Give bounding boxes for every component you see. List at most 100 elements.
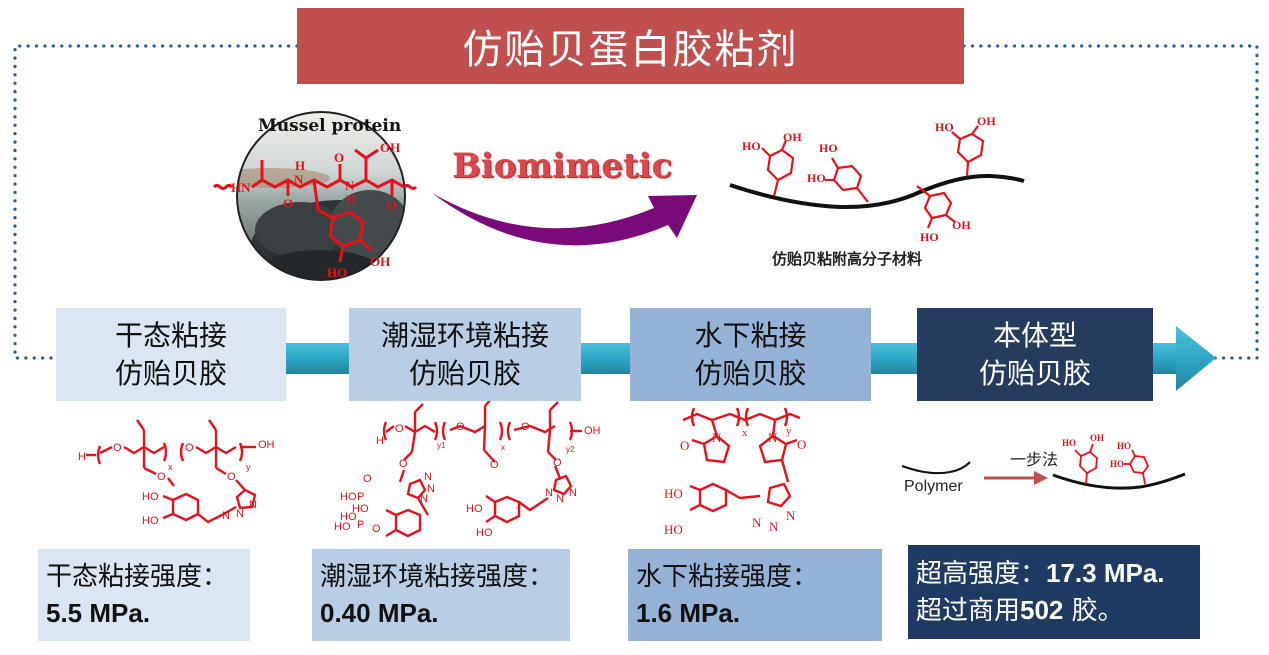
timeline-arrowhead xyxy=(1176,326,1216,391)
stage-subtitle: 仿贻贝胶 xyxy=(978,356,1091,390)
svg-text:O: O xyxy=(553,457,562,469)
biomimetic-label: Biomimetic xyxy=(452,146,673,186)
svg-text:N: N xyxy=(424,471,432,483)
result-underwater-strength: 水下粘接强度： 1.6 MPa. xyxy=(628,549,882,641)
stage-dry-adhesive: 干态粘接 仿贻贝胶 xyxy=(56,308,286,401)
result-label: 超高强度： xyxy=(916,559,1047,589)
svg-text:O: O xyxy=(387,198,397,213)
result-value: 5.5 MPa. xyxy=(46,598,151,628)
svg-text:OH: OH xyxy=(977,114,996,128)
svg-text:H: H xyxy=(295,158,305,173)
svg-text:HO: HO xyxy=(340,511,357,523)
svg-text:O: O xyxy=(490,459,499,471)
svg-text:HO: HO xyxy=(807,171,826,185)
page-title: 仿贻贝蛋白胶粘剂 xyxy=(297,8,964,84)
stage-title: 潮湿环境粘接 xyxy=(380,318,549,352)
svg-text:N: N xyxy=(427,483,435,495)
svg-text:O: O xyxy=(227,471,236,483)
stage-subtitle: 仿贻贝胶 xyxy=(114,356,227,390)
svg-text:HO: HO xyxy=(476,527,493,539)
svg-text:OH: OH xyxy=(952,218,971,232)
svg-text:O: O xyxy=(334,150,344,165)
svg-text:HO: HO xyxy=(1062,438,1076,448)
comparison-suffix: 胶。 xyxy=(1063,596,1124,626)
svg-text:HO: HO xyxy=(664,486,683,501)
dry-adhesive-structure: H O x O y OH O O HO HO N N N xyxy=(78,419,275,527)
svg-text:O: O xyxy=(113,442,122,454)
stage-underwater-adhesive: 水下粘接 仿贻贝胶 xyxy=(630,308,871,401)
svg-text:O: O xyxy=(283,196,293,211)
mussel-protein-structure xyxy=(212,148,418,263)
result-line-2: 超过商用502 胶。 xyxy=(916,592,1200,629)
mussel-protein-atom-labels: HN H N O O OH N H O OH HO xyxy=(231,140,400,280)
svg-text:HO: HO xyxy=(920,230,939,244)
svg-text:x: x xyxy=(742,427,748,439)
result-label: 水下粘接强度： xyxy=(636,562,819,592)
wet-adhesive-structure: H O y1 O x O y2 OH O O O N N N N N N HO … xyxy=(334,397,601,539)
bulk-adhesive-scheme: HO OH HO HO xyxy=(901,433,1186,490)
svg-text:HO: HO xyxy=(819,141,838,155)
stage-title: 本体型 xyxy=(992,318,1077,352)
one-step-method-label: 一步法 xyxy=(1010,450,1059,469)
stage-bulk-adhesive: 本体型 仿贻贝胶 xyxy=(917,308,1153,401)
biomimetic-arrow xyxy=(432,193,697,246)
svg-text:O: O xyxy=(395,423,404,435)
svg-text:OH: OH xyxy=(1090,433,1104,443)
svg-text:N: N xyxy=(786,508,796,523)
result-label: 潮湿环境粘接强度： xyxy=(320,562,555,592)
result-line-1: 超高强度：17.3 MPa. xyxy=(916,555,1200,592)
result-value: 17.3 MPa. xyxy=(1046,558,1165,588)
svg-text:P: P xyxy=(357,491,364,503)
comparison-value: 502 xyxy=(1020,595,1064,625)
svg-text:HO: HO xyxy=(340,491,357,503)
svg-text:HO: HO xyxy=(352,503,369,515)
stage-subtitle: 仿贻贝胶 xyxy=(694,356,807,390)
svg-text:O: O xyxy=(157,471,166,483)
svg-text:y2: y2 xyxy=(566,445,575,454)
svg-text:O: O xyxy=(521,421,530,433)
svg-text:OH: OH xyxy=(258,439,275,451)
svg-text:N: N xyxy=(420,493,428,505)
svg-text:O: O xyxy=(456,421,465,433)
svg-text:N: N xyxy=(294,172,304,187)
svg-text:O: O xyxy=(680,438,689,453)
stage-title: 水下粘接 xyxy=(694,318,807,352)
svg-text:HO: HO xyxy=(742,139,761,153)
result-value: 0.40 MPa. xyxy=(320,598,439,628)
polymer-label: Polymer xyxy=(904,478,963,495)
svg-text:O: O xyxy=(363,473,372,485)
svg-text:OH: OH xyxy=(584,425,601,437)
svg-text:O: O xyxy=(797,437,806,452)
underwater-adhesive-structure: x y N N O O HO HO N N N xyxy=(664,407,806,537)
svg-text:y: y xyxy=(246,462,251,472)
svg-text:N: N xyxy=(556,493,564,505)
svg-text:O: O xyxy=(399,458,408,470)
dotted-loop-connector xyxy=(13,44,1259,360)
svg-text:P: P xyxy=(357,519,364,531)
svg-text:x: x xyxy=(501,443,505,452)
stage-wet-adhesive: 潮湿环境粘接 仿贻贝胶 xyxy=(349,308,581,401)
svg-text:O: O xyxy=(372,523,381,535)
result-value: 1.6 MPa. xyxy=(636,598,741,628)
svg-text:N: N xyxy=(545,487,553,499)
svg-text:y: y xyxy=(786,425,792,437)
svg-text:H: H xyxy=(78,451,86,463)
svg-text:HO: HO xyxy=(935,120,954,134)
svg-text:N: N xyxy=(345,178,355,193)
svg-text:N: N xyxy=(236,508,244,520)
mussel-protein-label: Mussel protein xyxy=(258,116,402,136)
svg-text:OH: OH xyxy=(370,254,390,269)
svg-text:N: N xyxy=(249,499,257,511)
biomimetic-polymer-caption: 仿贻贝粘附高分子材料 xyxy=(772,250,923,268)
stage-title: 干态粘接 xyxy=(114,318,227,352)
svg-text:HO: HO xyxy=(142,515,159,527)
timeline-arrow xyxy=(286,326,1216,391)
svg-text:H: H xyxy=(346,192,356,207)
svg-text:H: H xyxy=(376,435,384,447)
svg-text:HO: HO xyxy=(142,491,159,503)
svg-text:HO: HO xyxy=(327,265,347,280)
result-bulk-strength: 超高强度：17.3 MPa. 超过商用502 胶。 xyxy=(908,545,1200,639)
catechol-polymer-structure: HO OH HO HO HO OH HO OH xyxy=(729,114,1025,244)
svg-text:N: N xyxy=(222,510,230,522)
